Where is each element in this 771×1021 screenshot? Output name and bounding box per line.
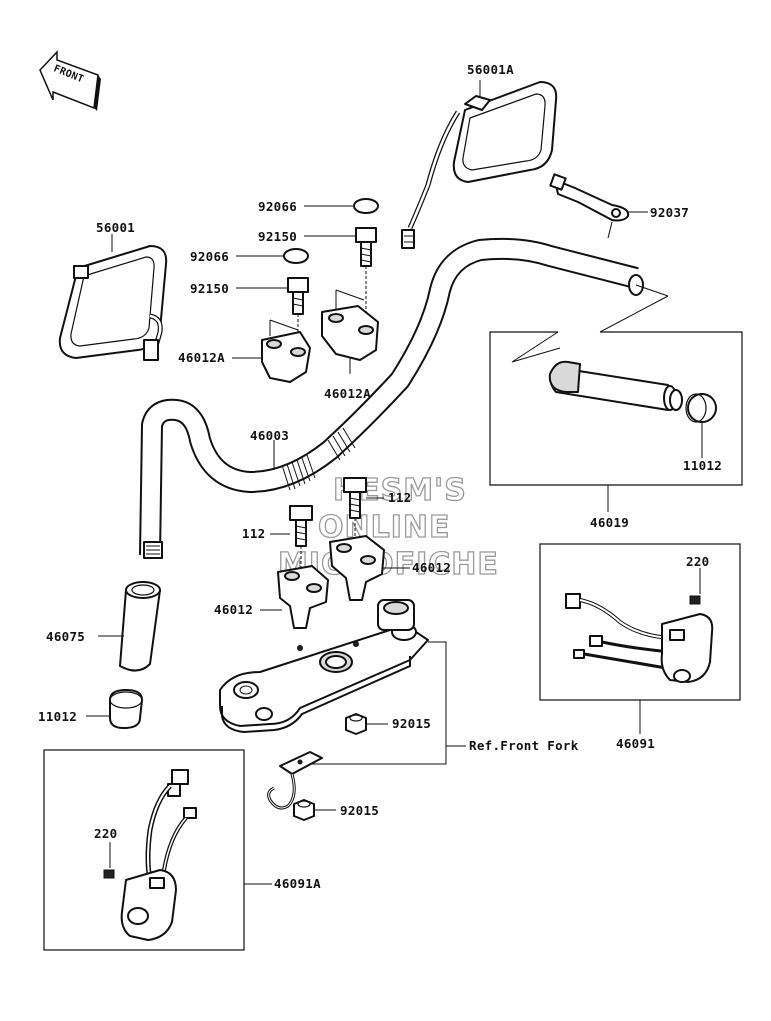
holder-46012-right xyxy=(329,535,385,601)
label-46019: 46019 xyxy=(590,515,629,530)
label-46091: 46091 xyxy=(616,736,655,751)
label-112-left: 112 xyxy=(242,526,265,541)
label-112-right: 112 xyxy=(388,490,411,505)
left-switch-box-46091a xyxy=(43,749,272,951)
label-11012-left: 11012 xyxy=(38,709,77,724)
label-46075: 46075 xyxy=(46,629,85,644)
front-fork-reference-lines xyxy=(296,641,466,765)
label-220-left: 220 xyxy=(94,826,117,841)
right-switch-box-46091 xyxy=(539,543,741,734)
nut-92015-lower xyxy=(293,799,336,821)
part-labels: 56001A 56001 92037 92066 92150 92066 921… xyxy=(38,62,722,891)
left-mirror-56001 xyxy=(58,234,168,361)
label-92150-upper: 92150 xyxy=(258,229,297,244)
washer-92066-upper xyxy=(353,198,379,214)
label-46003: 46003 xyxy=(250,428,289,443)
holder-46012a-right xyxy=(321,289,379,361)
nut-92015-upper xyxy=(345,713,388,735)
bracket-92037 xyxy=(549,173,648,239)
left-grip-46075 xyxy=(98,581,161,672)
bolt-112-right xyxy=(343,477,367,540)
label-92066-lower: 92066 xyxy=(190,249,229,264)
bolt-112-left xyxy=(289,505,313,575)
label-92066-upper: 92066 xyxy=(258,199,297,214)
label-46012-right: 46012 xyxy=(412,560,451,575)
holder-46012a-left xyxy=(261,319,311,383)
upper-triple-clamp xyxy=(219,599,429,734)
bolt-92150-upper xyxy=(355,227,377,325)
label-220-right: 220 xyxy=(686,554,709,569)
label-92015-lower: 92015 xyxy=(340,803,379,818)
label-11012-right: 11012 xyxy=(683,458,722,473)
handlebar-46003 xyxy=(139,237,644,559)
front-arrow-icon: FRONT xyxy=(39,50,101,111)
throttle-grip-box-46019 xyxy=(489,284,743,486)
holder-46012-left xyxy=(277,565,329,629)
label-56001: 56001 xyxy=(96,220,135,235)
cable-clip-bracket xyxy=(267,751,323,810)
label-46012a-right: 46012A xyxy=(324,386,371,401)
washer-92066-lower xyxy=(283,248,309,264)
label-46012a-left: 46012A xyxy=(178,350,225,365)
label-92015-upper: 92015 xyxy=(392,716,431,731)
leader-lines xyxy=(232,205,609,611)
label-ref-front-fork: Ref.Front Fork xyxy=(469,738,579,753)
label-92037: 92037 xyxy=(650,205,689,220)
grip-end-cap-11012-left xyxy=(86,689,143,729)
label-56001a: 56001A xyxy=(467,62,514,77)
right-mirror-56001a xyxy=(401,80,558,249)
label-46012-left: 46012 xyxy=(214,602,253,617)
label-92150-lower: 92150 xyxy=(190,281,229,296)
label-46091a: 46091A xyxy=(274,876,321,891)
